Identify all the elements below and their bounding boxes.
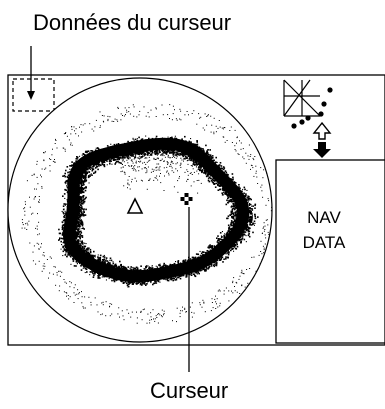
nav-data-line1: NAV <box>307 208 341 227</box>
cursor-data-box <box>12 78 55 112</box>
nav-data-box <box>275 159 385 344</box>
cursor-data-leader-arrowhead <box>27 91 35 100</box>
cross-cursor-icon <box>180 193 193 205</box>
cursor-label: Curseur <box>150 378 228 403</box>
inset-graphic <box>283 79 333 129</box>
echo-ring <box>21 104 272 324</box>
nav-data-line2: DATA <box>303 233 346 252</box>
triangle-icon <box>126 197 144 214</box>
double-arrow-icon <box>312 121 332 158</box>
cursor-data-label: Données du curseur <box>33 10 231 35</box>
inset-dots <box>291 87 333 129</box>
